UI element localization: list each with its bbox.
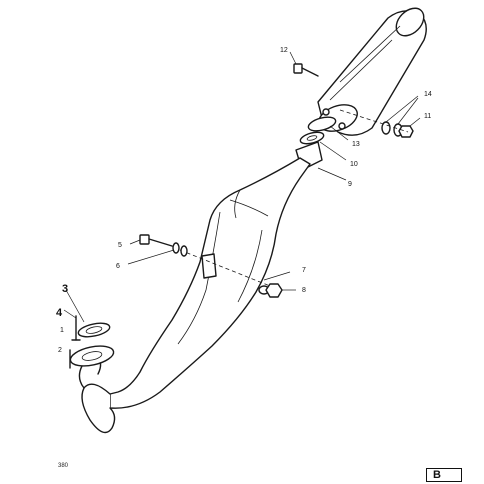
bracket-7 xyxy=(179,249,291,287)
label-3: 3 xyxy=(62,283,68,295)
label-11: 11 xyxy=(424,113,431,120)
label-7: 7 xyxy=(302,267,306,274)
label-4: 4 xyxy=(56,307,63,319)
nut-8 xyxy=(258,283,296,298)
washers-nut-11-14 xyxy=(339,95,421,138)
label-12: 12 xyxy=(280,47,288,54)
muffler xyxy=(317,7,427,136)
label-5: 5 xyxy=(118,242,122,249)
figure-code: 380 xyxy=(58,463,69,469)
label-13: 13 xyxy=(352,141,360,148)
head-pipe xyxy=(78,355,116,434)
expansion-chamber xyxy=(109,157,311,409)
label-6: 6 xyxy=(116,263,120,270)
gasket-13 xyxy=(307,116,349,141)
exhaust-flange xyxy=(63,289,115,369)
page-tag: B xyxy=(426,468,462,482)
gasket-10 xyxy=(299,131,347,161)
label-8: 8 xyxy=(302,287,306,294)
label-10: 10 xyxy=(350,161,358,168)
bolt-5 xyxy=(129,234,173,247)
label-1: 1 xyxy=(60,327,64,334)
washer-6 xyxy=(127,242,188,265)
bolt-12 xyxy=(289,51,319,77)
label-9: 9 xyxy=(348,181,352,188)
label-14: 14 xyxy=(424,91,432,98)
label-2: 2 xyxy=(58,347,62,354)
